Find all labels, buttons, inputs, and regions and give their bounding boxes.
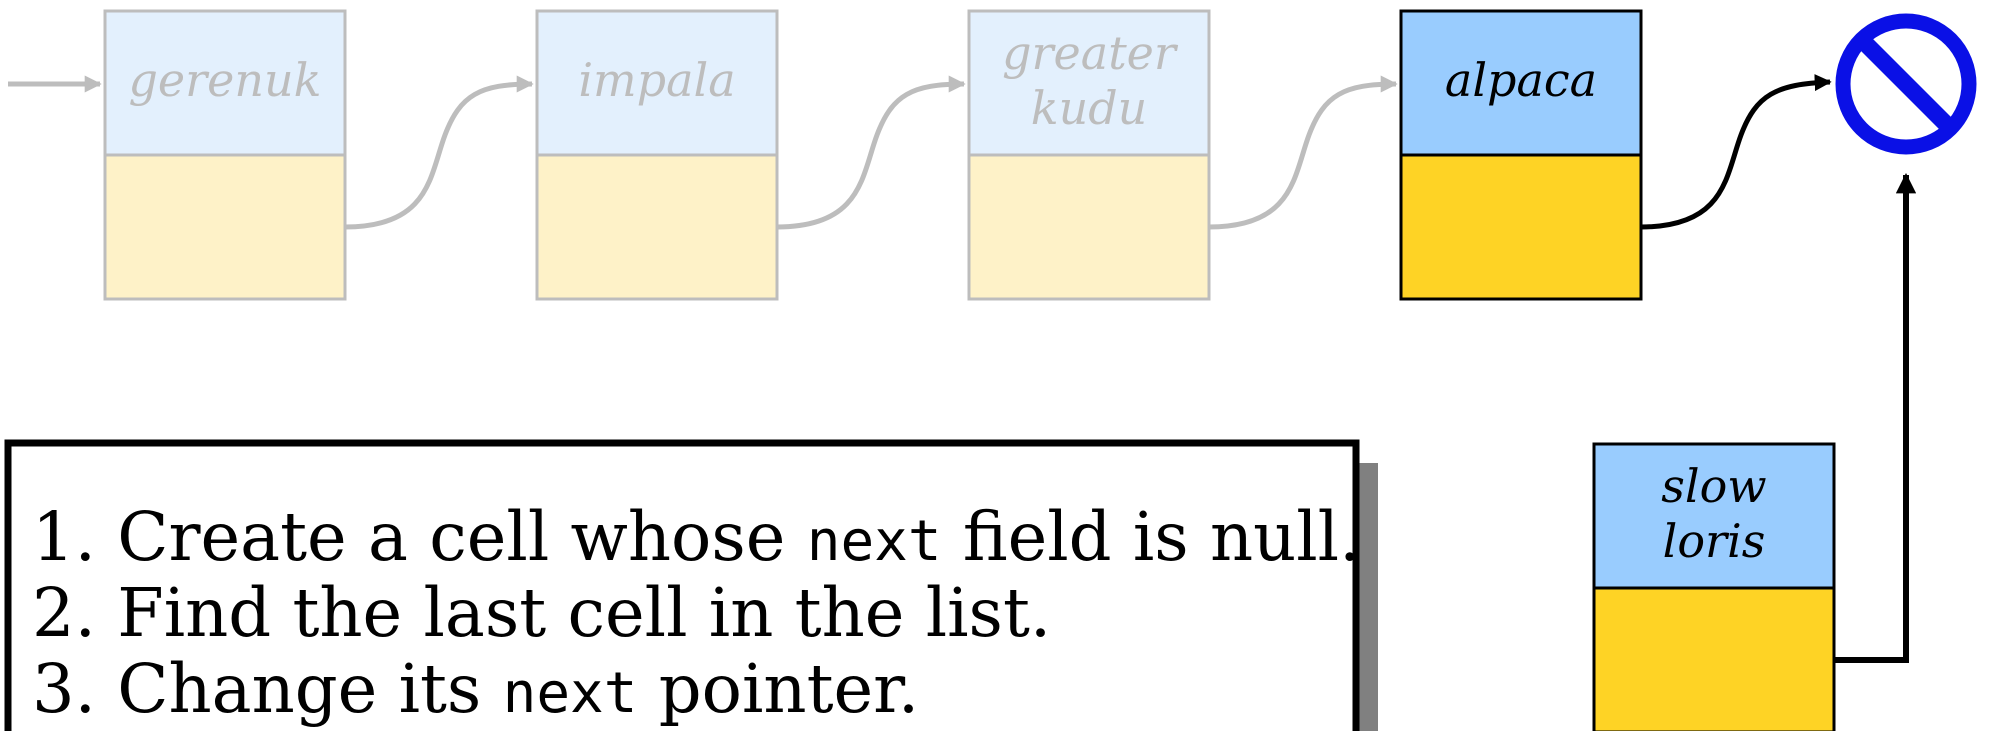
cell-label-line-1: greater [1002,26,1179,80]
steps-box: 1. Create a cell whose next field is nul… [4,439,1360,731]
cell-value-box [535,9,779,157]
next-pointer-arrow [1834,172,1917,663]
list-cell-impala: impala [535,9,779,301]
code-next: next [807,509,942,574]
cell-label: impala [578,53,735,107]
next-pointer-arrow [1640,74,1832,230]
list-cell-gerenuk: gerenuk [103,9,347,301]
next-pointer-arrow [1208,75,1398,230]
step-line-2: 2. Find the last cell in the list. [32,574,1051,652]
next-pointer-arrow [344,75,534,230]
cell-next-box [1592,586,1836,731]
cell-next-box [535,153,779,301]
code-next: next [503,661,638,726]
cell-value-box [1592,442,1836,590]
list-cell-slow-loris: slow loris [1592,442,1836,731]
steps-box-shadow [1356,463,1378,731]
cell-label-line-2: loris [1663,514,1766,568]
step-line-3: 3. Change its next pointer. [32,650,919,728]
null-prohibited-icon [1835,13,1977,155]
cell-next-box [1399,153,1643,301]
cell-label: gerenuk [128,53,321,107]
next-pointer-arrow [776,75,966,230]
cell-next-box [103,153,347,301]
cell-next-box [967,153,1211,301]
cell-label-line-1: slow [1661,459,1766,513]
cell-value-box [1399,9,1643,157]
step-line-1: 1. Create a cell whose next field is nul… [32,498,1360,576]
cell-label: alpaca [1445,53,1597,107]
cell-label-line-2: kudu [1031,81,1148,135]
list-cell-greater-kudu: greater kudu [967,9,1211,301]
list-cell-alpaca: alpaca [1399,9,1643,301]
